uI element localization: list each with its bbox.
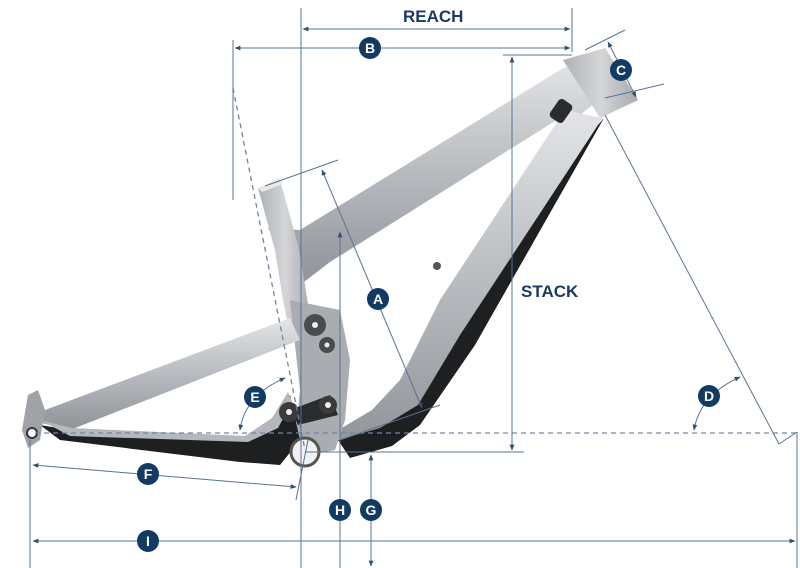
down-tube <box>335 110 602 455</box>
badge-c-circle <box>610 59 632 81</box>
badge-d-circle <box>698 385 720 407</box>
f-arrow <box>32 463 297 489</box>
badge-b: B <box>359 37 381 59</box>
badge-g: G <box>360 499 382 521</box>
badge-a-circle <box>367 288 389 310</box>
badge-g-circle <box>360 499 382 521</box>
a-top-tick <box>264 159 339 187</box>
badge-b-circle <box>359 37 381 59</box>
badge-i-text: I <box>146 533 150 549</box>
badge-d: D <box>698 385 720 407</box>
badge-e-circle <box>244 386 266 408</box>
head-angle-line <box>604 114 780 445</box>
badge-h-text: H <box>335 502 345 518</box>
badge-i: I <box>137 530 159 552</box>
shock-pivot-lower-center <box>324 342 330 348</box>
badge-f-text: F <box>144 466 153 482</box>
chain-stay-top <box>40 392 292 442</box>
badge-a: A <box>367 288 389 310</box>
badge-d-text: D <box>704 388 714 404</box>
bottle-mount <box>433 262 441 270</box>
stack-label: STACK <box>521 282 579 301</box>
badge-h-circle <box>329 499 351 521</box>
a-arrow <box>321 169 423 409</box>
badge-f: F <box>137 463 159 485</box>
cable-port <box>549 98 573 124</box>
badge-c-text: C <box>616 62 626 78</box>
seat-angle-line <box>232 87 306 451</box>
badge-f-circle <box>137 463 159 485</box>
badge-h: H <box>329 499 351 521</box>
badge-c: C <box>610 59 632 81</box>
a-bottom-tick <box>339 404 441 441</box>
reach-label: REACH <box>403 7 463 26</box>
badge-e: E <box>244 386 266 408</box>
badge-e-text: E <box>250 389 259 405</box>
seat-stay <box>30 318 300 430</box>
link-pivot-1-center <box>286 409 292 415</box>
link-pivot-2-center <box>325 402 331 408</box>
head-angle-foot <box>778 431 798 445</box>
badge-g-text: G <box>366 502 377 518</box>
badge-a-text: A <box>373 291 383 307</box>
rear-dropout <box>22 390 45 448</box>
c-top-tick <box>584 29 626 51</box>
seat-tube <box>258 180 312 335</box>
head-tube <box>563 48 638 118</box>
bike-frame <box>22 48 638 468</box>
badge-b-text: B <box>365 40 375 56</box>
bb-seat-line <box>295 439 309 501</box>
badge-i-circle <box>137 530 159 552</box>
chain-stay <box>40 395 300 465</box>
shock-pivot-upper-center <box>312 322 318 328</box>
